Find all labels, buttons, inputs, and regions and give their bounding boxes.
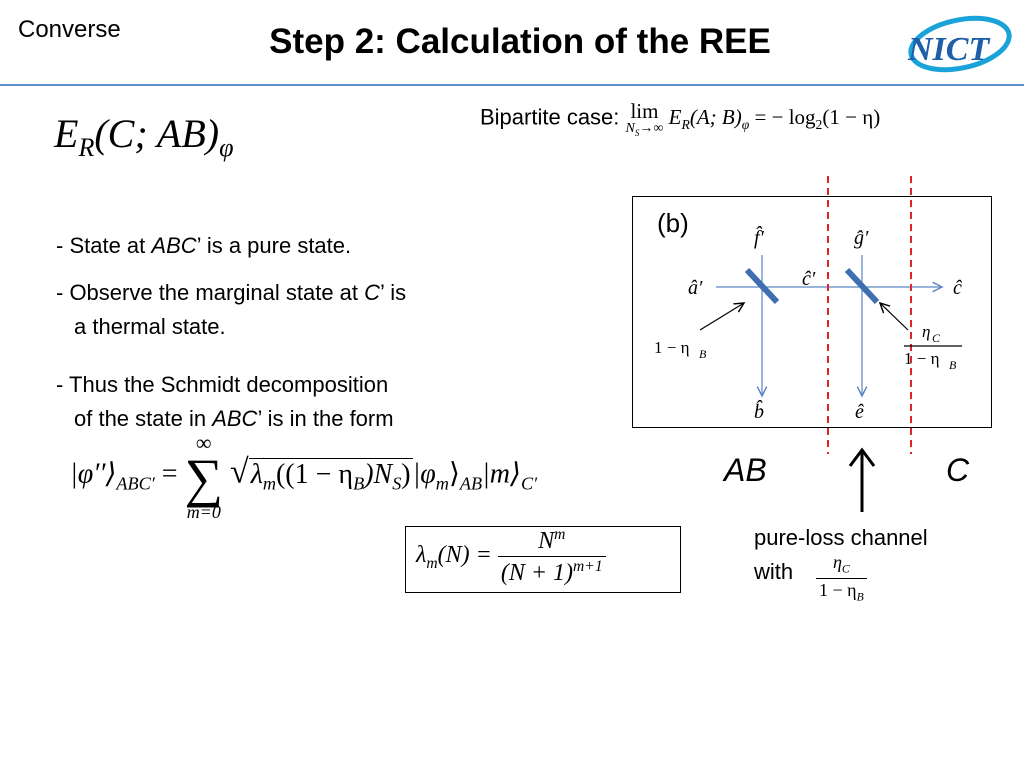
lambda-fraction: Nm (N + 1)m+1 bbox=[497, 526, 606, 586]
lambda-definition-box bbox=[405, 526, 681, 593]
bipartite-case: Bipartite case: lim NS→∞ ER(A; B)φ = − l… bbox=[480, 101, 880, 138]
section-tag: Converse bbox=[18, 16, 121, 43]
bullet-marginal-state: - Observe the marginal state at C’ is a … bbox=[56, 280, 407, 339]
ree-expression: ER(C; AB)φ bbox=[54, 111, 234, 162]
nict-logo: NICT bbox=[907, 15, 1012, 73]
limit-operator: lim NS→∞ bbox=[625, 99, 664, 138]
sqrt-content: λm((1 − ηB)NS) bbox=[248, 457, 413, 494]
sqrt-sign: √ bbox=[230, 453, 249, 491]
header-divider bbox=[0, 84, 1024, 86]
bipartite-label: Bipartite case: bbox=[480, 104, 620, 130]
bullet-pure-state: - State at ABC’ is a pure state. bbox=[56, 233, 352, 258]
summation: ∞ ∑ m=0 bbox=[184, 430, 224, 522]
beam-splitter-diagram bbox=[632, 196, 992, 428]
channel-arrow-head bbox=[848, 447, 876, 467]
schmidt-formula: |φ′′⟩ABC′ = ∞ ∑ m=0 √λm((1 − ηB)NS)|φm⟩A… bbox=[70, 430, 538, 522]
label-c-region: C bbox=[946, 452, 970, 488]
bullet-schmidt: - Thus the Schmidt decomposition of the … bbox=[56, 372, 394, 431]
label-ab-region: AB bbox=[724, 452, 767, 488]
bipartite-formula: lim NS→∞ ER(A; B)φ = − log2(1 − η) bbox=[625, 99, 881, 138]
channel-fraction: ηC 1 − ηB bbox=[816, 553, 867, 604]
logo-text: NICT bbox=[907, 31, 990, 68]
diagram-label: (b) bbox=[657, 208, 689, 238]
channel-description: pure-loss channel with bbox=[754, 525, 928, 584]
lambda-definition: λm(N) = Nm (N + 1)m+1 bbox=[416, 526, 606, 586]
slide-title: Step 2: Calculation of the REE bbox=[269, 22, 771, 61]
